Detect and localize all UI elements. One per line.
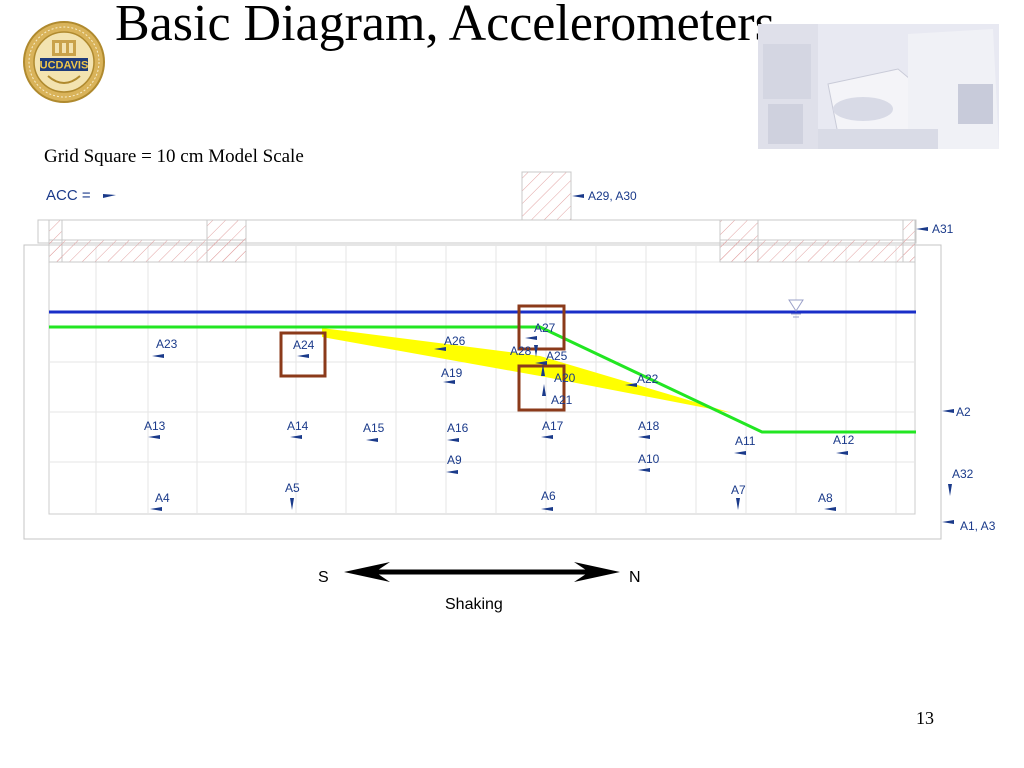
label-a18: A18 bbox=[638, 419, 660, 433]
label-a15: A15 bbox=[363, 421, 385, 435]
highlight-box-a24 bbox=[279, 331, 327, 378]
sensor-marker-legend bbox=[103, 194, 116, 198]
label-a8: A8 bbox=[818, 491, 833, 505]
top-support-frame bbox=[37, 171, 917, 263]
highlight-box-a27 bbox=[517, 304, 566, 351]
liquefiable-zone bbox=[322, 328, 732, 413]
label-a29-a30: A29, A30 bbox=[588, 189, 637, 203]
label-a21: A21 bbox=[551, 393, 573, 407]
sensor-marker bbox=[434, 347, 446, 351]
acc-legend-label: ACC = bbox=[46, 187, 91, 204]
slope-surface-line bbox=[49, 325, 916, 434]
sensor-marker bbox=[942, 409, 954, 413]
sensor-marker bbox=[290, 498, 294, 510]
slide-title: Basic Diagram, Accelerometers bbox=[115, 0, 775, 52]
logo-text: UCDAVIS bbox=[40, 60, 89, 72]
sensor-marker bbox=[541, 507, 553, 511]
sensor-marker bbox=[152, 354, 164, 358]
label-a24: A24 bbox=[293, 338, 315, 352]
sensor-marker bbox=[535, 361, 547, 365]
shaking-direction-arrow bbox=[344, 562, 620, 582]
shaking-label: Shaking bbox=[445, 596, 503, 613]
sensor-marker bbox=[572, 194, 584, 198]
label-a25: A25 bbox=[546, 349, 568, 363]
label-a13: A13 bbox=[144, 419, 166, 433]
label-a26: A26 bbox=[444, 334, 466, 348]
label-a10: A10 bbox=[638, 452, 660, 466]
sensor-labels: A1, A3 A2 A4 A5 A6 A7 A8 A9 A10 A11 A12 … bbox=[144, 189, 996, 533]
label-a11: A11 bbox=[735, 434, 756, 448]
sensor-marker bbox=[534, 345, 538, 357]
grid-scale-note: Grid Square = 10 cm Model Scale bbox=[44, 146, 304, 167]
sensor-marker bbox=[366, 438, 378, 442]
north-label: N bbox=[629, 569, 641, 586]
page-number: 13 bbox=[916, 708, 934, 728]
sensor-markers bbox=[148, 194, 954, 524]
label-a14: A14 bbox=[287, 419, 309, 433]
south-label: S bbox=[318, 569, 329, 586]
sensor-marker bbox=[150, 507, 162, 511]
label-a19: A19 bbox=[441, 366, 463, 380]
sensor-marker bbox=[625, 383, 637, 387]
water-level-icon bbox=[788, 299, 804, 318]
sensor-marker bbox=[638, 468, 650, 472]
label-a7: A7 bbox=[731, 483, 746, 497]
sensor-marker bbox=[734, 451, 746, 455]
label-a16: A16 bbox=[447, 421, 469, 435]
sensor-marker bbox=[541, 364, 545, 376]
label-a12: A12 bbox=[833, 433, 855, 447]
sensor-marker bbox=[638, 435, 650, 439]
label-a2: A2 bbox=[956, 405, 971, 419]
sensor-marker bbox=[824, 507, 836, 511]
ucdavis-logo: UCDAVIS bbox=[23, 21, 105, 103]
sensor-marker bbox=[297, 354, 309, 358]
sensor-marker bbox=[148, 435, 160, 439]
label-a27: A27 bbox=[534, 321, 556, 335]
sensor-marker bbox=[446, 470, 458, 474]
sensor-marker bbox=[447, 438, 459, 442]
label-a22: A22 bbox=[637, 372, 659, 386]
label-a23: A23 bbox=[156, 337, 178, 351]
sensor-marker bbox=[948, 484, 952, 496]
sensor-marker bbox=[542, 384, 546, 396]
sensor-marker bbox=[736, 498, 740, 510]
label-a20: A20 bbox=[554, 371, 576, 385]
highlight-box-a21 bbox=[517, 364, 566, 412]
label-a32: A32 bbox=[952, 467, 974, 481]
label-a5: A5 bbox=[285, 481, 300, 495]
centrifuge-photo bbox=[758, 24, 999, 149]
sensor-marker bbox=[942, 520, 954, 524]
sensor-marker bbox=[916, 227, 928, 231]
sensor-marker bbox=[290, 435, 302, 439]
sensor-marker bbox=[525, 336, 537, 340]
label-a4: A4 bbox=[155, 491, 170, 505]
label-a6: A6 bbox=[541, 489, 556, 503]
label-a9: A9 bbox=[447, 453, 462, 467]
label-a31: A31 bbox=[932, 222, 954, 236]
label-a28: A28 bbox=[510, 344, 532, 358]
sensor-marker bbox=[541, 435, 553, 439]
sensor-marker bbox=[836, 451, 848, 455]
label-a17: A17 bbox=[542, 419, 564, 433]
label-a1-a3: A1, A3 bbox=[960, 519, 996, 533]
sensor-marker bbox=[443, 380, 455, 384]
